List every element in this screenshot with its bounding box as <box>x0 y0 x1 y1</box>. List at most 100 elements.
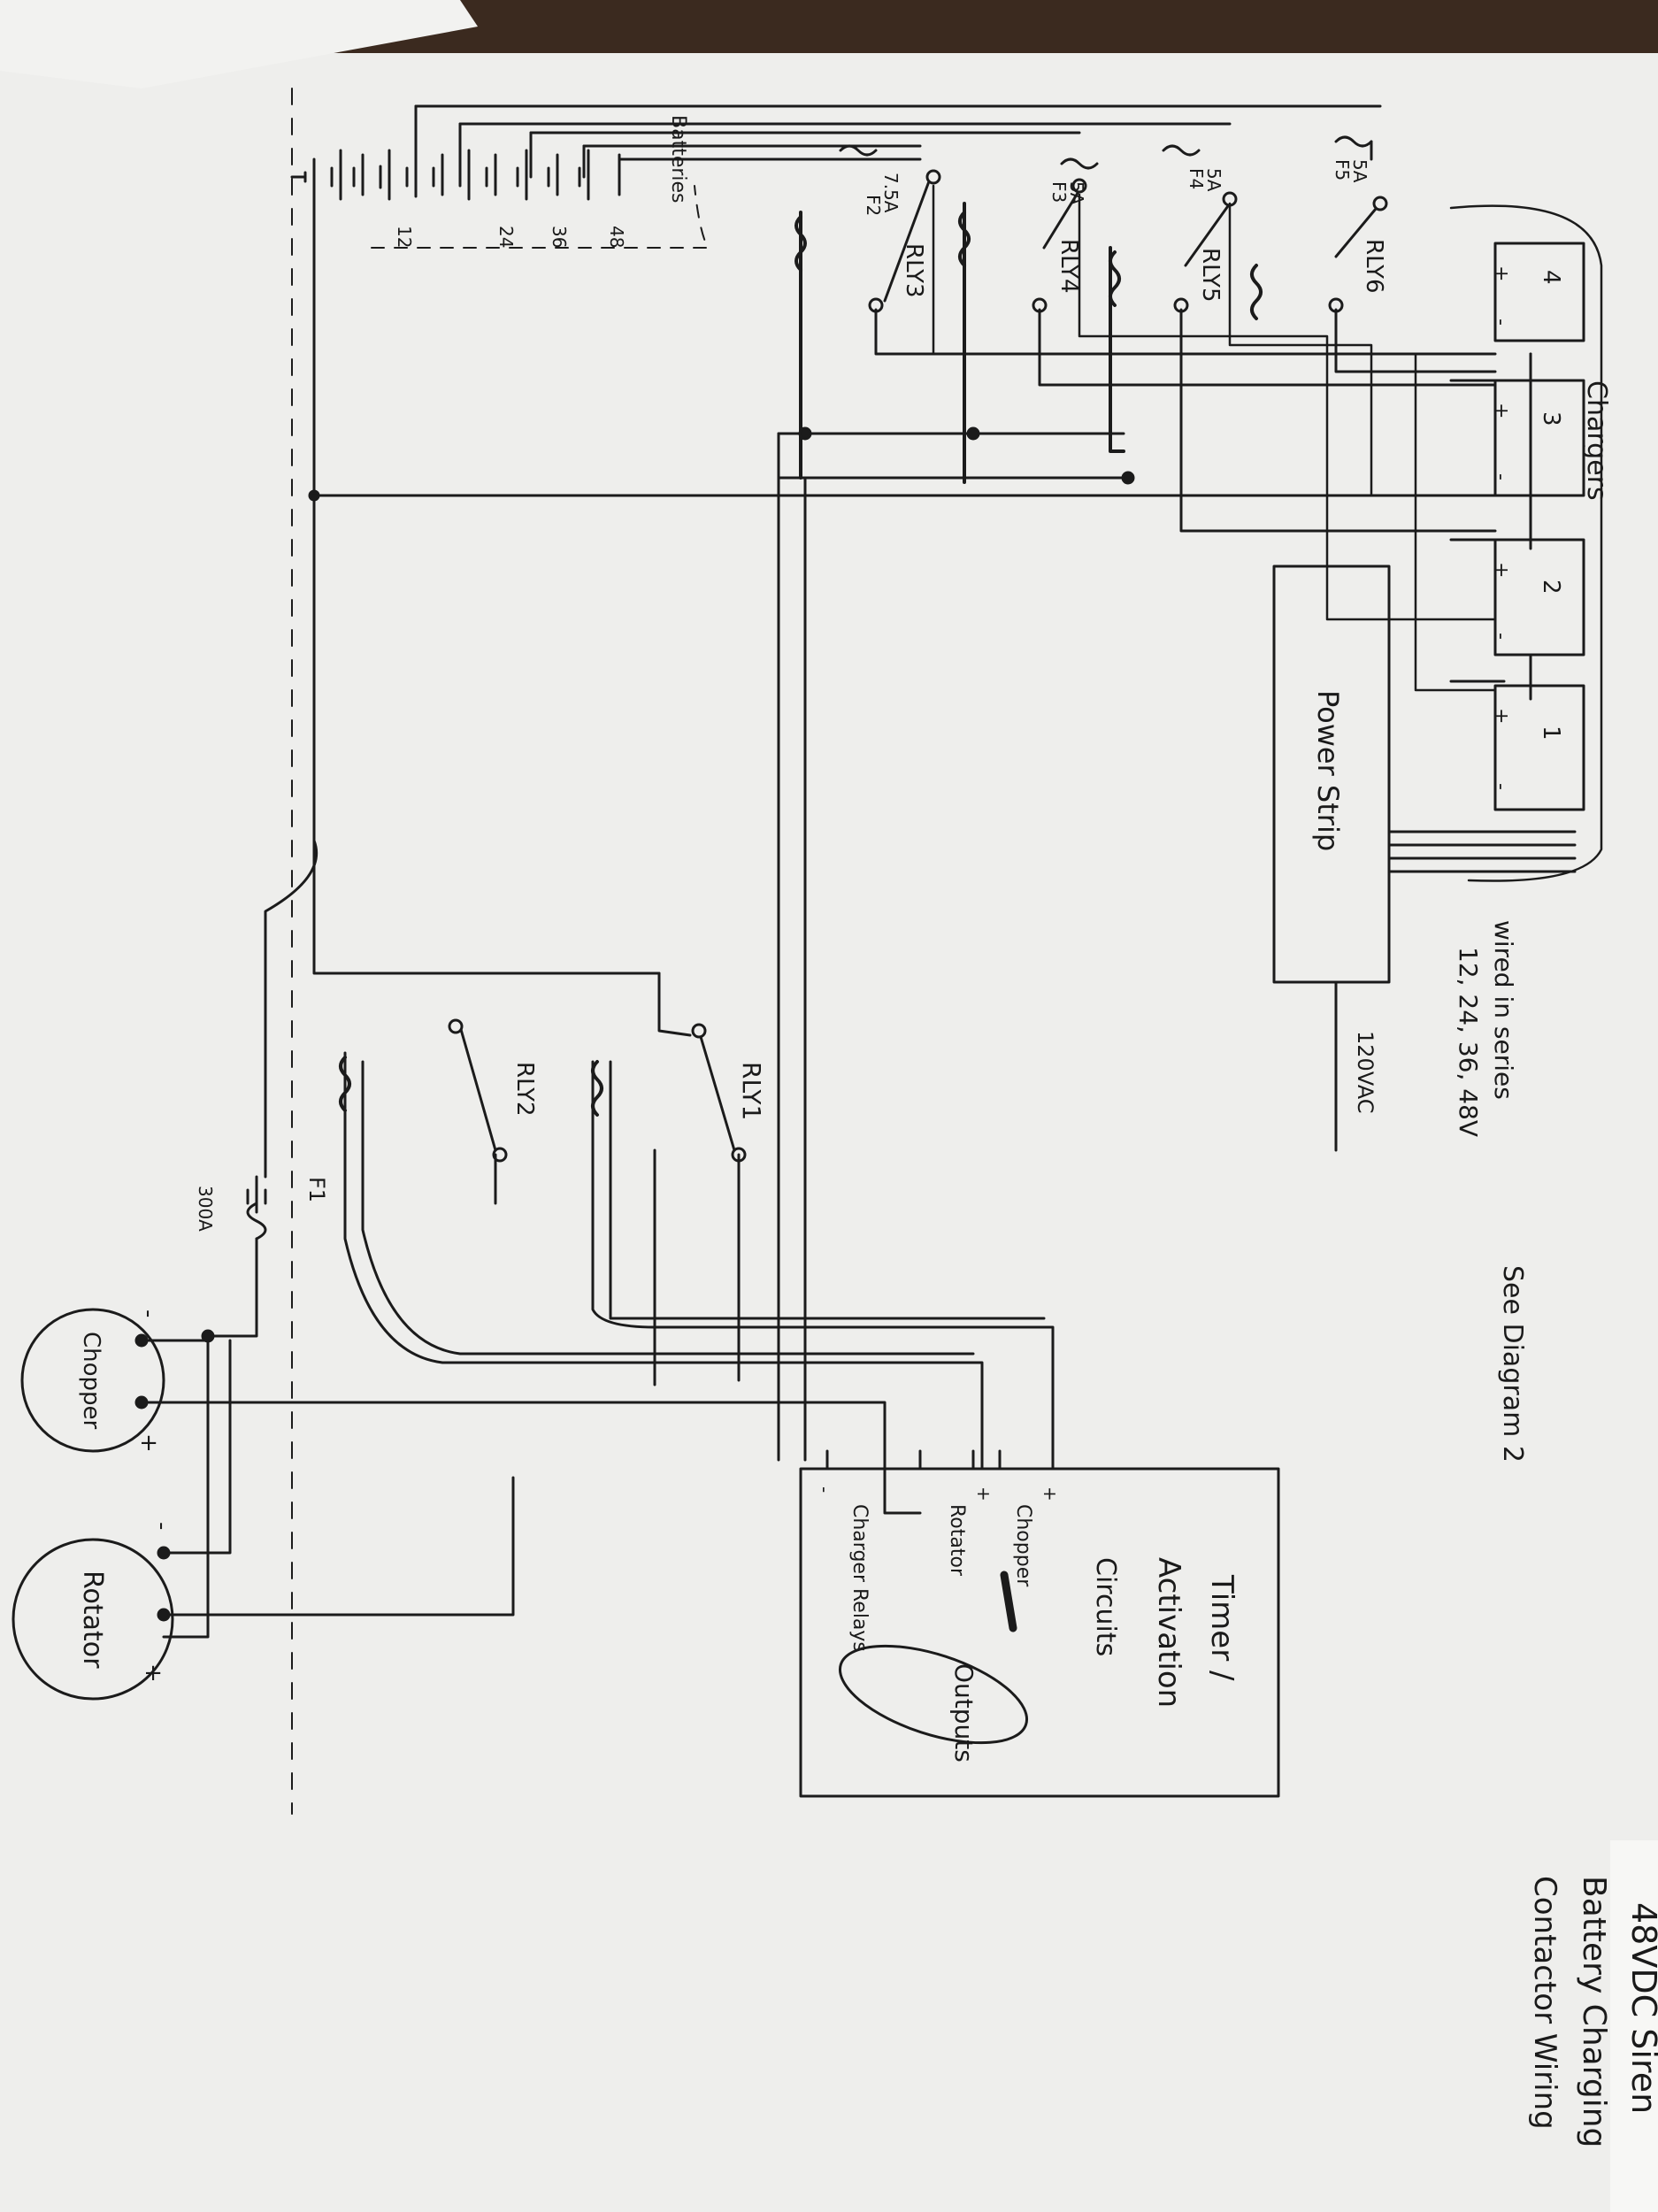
rotator-scribble <box>1000 1571 1017 1632</box>
timer-line1: Timer / <box>1204 1574 1240 1681</box>
chargers-enclosure <box>1449 204 1603 882</box>
relay-rly5-coil <box>1109 250 1121 307</box>
relay-rly5-contact <box>1184 202 1232 267</box>
charger-box-3 <box>1493 379 1585 497</box>
charger-3-minus: - <box>1490 473 1512 480</box>
rly1-main-feed <box>657 972 692 1037</box>
battery-48-lead <box>618 157 922 174</box>
charger-3-plus: + <box>1490 403 1512 419</box>
rly5-to-charger2 <box>1179 308 1497 533</box>
timer-terminal-3-name: Charger Relays <box>848 1504 871 1652</box>
batteries-label: Batteries <box>667 115 689 204</box>
charger-feed-wires <box>932 184 1497 692</box>
rly2-coil-leads <box>343 1051 984 1471</box>
battery-tap-12: 12 <box>394 226 415 248</box>
batteries-dash-box <box>371 185 709 249</box>
power-strip-input: 120VAC <box>1353 1031 1378 1113</box>
rotator-minus-sign: - <box>149 1522 175 1530</box>
battery-tap-48: 48 <box>606 226 627 248</box>
rly4-terminal-a <box>1071 178 1087 194</box>
battery-negative-bus <box>290 175 1532 497</box>
relay-rly1-contact <box>697 1029 736 1152</box>
timer-line2: Activation <box>1151 1557 1186 1708</box>
chopper-plus-wire <box>140 1401 922 1515</box>
charger-2-plus: + <box>1490 562 1512 578</box>
fuse-f3-id: F3 <box>1048 181 1070 203</box>
fuse-f2-symbol <box>839 144 878 157</box>
power-strip-label: Power Strip <box>1311 690 1345 851</box>
wiring-lines <box>12 88 1603 1815</box>
charger-tap-wires <box>1449 379 1506 683</box>
title-line2: Battery Charging <box>1576 1876 1612 2147</box>
chargers-note-line2: 12, 24, 36, 48V <box>1454 947 1483 1137</box>
chopper-motor <box>20 1308 165 1453</box>
rly1-terminal-a <box>691 1023 707 1039</box>
rotator-plus-sign: + <box>140 1663 166 1683</box>
fuse-f3-rating: 5A <box>1066 181 1087 205</box>
f1-to-chopper <box>206 1237 258 1338</box>
charger-2-number: 2 <box>1538 580 1564 595</box>
relay-rly6-coil <box>1250 264 1263 320</box>
timer-terminal-2-name: Rotator <box>946 1504 968 1577</box>
chopper-terminal-plus <box>134 1395 149 1409</box>
timer-terminal-3-sign: - <box>814 1486 835 1493</box>
battery-tap-36: 36 <box>549 226 570 248</box>
fuse-f5-symbol <box>1334 135 1373 148</box>
rotator-terminal-minus <box>157 1546 171 1560</box>
chargers-note-see: See Diagram 2 <box>1497 1265 1528 1463</box>
chopper-plus-sign: + <box>135 1433 162 1453</box>
charger-1-minus: - <box>1490 783 1512 790</box>
timer-box <box>799 1467 1280 1798</box>
relay-rly5-label: RLY5 <box>1197 248 1224 303</box>
charger-2-minus: - <box>1490 633 1512 640</box>
fuse-f1-id: F1 <box>304 1177 329 1202</box>
rotator-minus-wire <box>162 1339 232 1555</box>
fuse-f4-rating: 5A <box>1203 168 1224 192</box>
rly-main-branch <box>312 494 661 975</box>
relay-coil-return-bus <box>777 432 1125 480</box>
relay-rly3-coil <box>794 215 807 272</box>
relay-rly6-contact <box>1334 140 1382 258</box>
relay-rly2-contact <box>458 1025 497 1152</box>
title-line1: 48VDC Siren <box>1624 1902 1658 2114</box>
chargers-label: Chargers <box>1581 380 1612 501</box>
charger-box-4 <box>1493 242 1585 342</box>
timer-terminal-1-sign: + <box>1040 1486 1061 1502</box>
battery-tap-24: 24 <box>495 226 517 248</box>
power-strip-charger-cords <box>1387 830 1577 873</box>
rly4-to-charger3 <box>1038 308 1497 387</box>
rotator-motor <box>12 1538 174 1701</box>
relay-rly4-label: RLY4 <box>1055 239 1082 294</box>
fuse-f5-rating: 5A <box>1349 159 1370 183</box>
node-rly4 <box>966 426 980 441</box>
chopper-label: Chopper <box>78 1332 104 1430</box>
fuse-f1-rating: 300A <box>195 1186 216 1232</box>
charger-box-1 <box>1493 684 1585 811</box>
relay-rly4-contact <box>1042 188 1081 250</box>
timer-outputs-label: Outputs <box>949 1663 979 1763</box>
node-rly3 <box>798 426 812 441</box>
chopper-minus-sign: - <box>135 1310 162 1317</box>
fuse-f4-symbol <box>1162 144 1201 157</box>
rly-outputs <box>494 1153 741 1382</box>
fuse-f3-symbol <box>1060 157 1099 170</box>
timer-inputs <box>825 1449 1055 1471</box>
timer-line3: Circuits <box>1090 1557 1121 1656</box>
charger-box-2 <box>1493 538 1585 657</box>
relay-rly2-label: RLY2 <box>511 1062 538 1117</box>
relay-rly3-label: RLY3 <box>901 243 927 298</box>
node-rly5 <box>1121 471 1135 485</box>
timer-terminal-1-name: Chopper <box>1012 1504 1034 1587</box>
paper-corner-top <box>0 0 478 88</box>
chargers-note-line1: wired in series <box>1489 920 1518 1100</box>
relay-rly5-coil-lead <box>1109 246 1125 453</box>
rly6-terminal-a <box>1372 196 1388 211</box>
rly6-to-charger4 <box>1334 308 1497 373</box>
charger-4-minus: - <box>1490 319 1512 326</box>
relay-rly4-coil <box>958 211 971 267</box>
chopper-terminal-minus <box>134 1333 149 1348</box>
charger-4-number: 4 <box>1538 270 1564 285</box>
relay-rly3-contact <box>883 180 931 303</box>
